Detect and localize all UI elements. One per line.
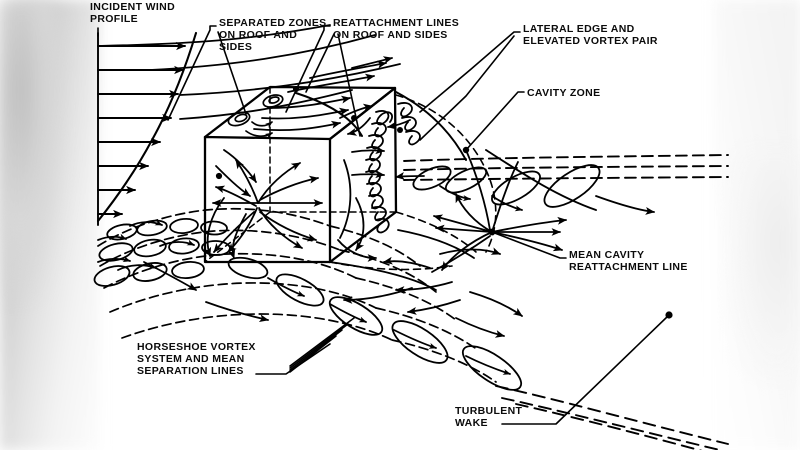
leader-lines bbox=[97, 25, 669, 425]
wake-shear-layer-lines bbox=[403, 154, 729, 181]
elevated-vortex-loops bbox=[412, 164, 655, 215]
leader-cavity-zone bbox=[465, 91, 525, 151]
leader-turbulent-wake bbox=[501, 315, 669, 425]
horseshoe-vortex-system bbox=[93, 217, 523, 391]
label-mean-cavity-reattachment: MEAN CAVITY REATTACHMENT LINE bbox=[569, 249, 688, 273]
label-lateral-edge-vortex: LATERAL EDGE AND ELEVATED VORTEX PAIR bbox=[523, 23, 658, 47]
turbulent-wake-bands bbox=[495, 385, 729, 450]
leader-reattachment bbox=[285, 25, 331, 113]
turbulent-wake-terminal-dot bbox=[665, 311, 673, 319]
label-horseshoe-vortex: HORSESHOE VORTEX SYSTEM AND MEAN SEPARAT… bbox=[137, 341, 259, 377]
diagram-labels: INCIDENT WIND PROFILE SEPARATED ZONES ON… bbox=[90, 1, 688, 429]
leader-mean-cavity bbox=[491, 231, 567, 259]
leader-separated-zones bbox=[167, 25, 217, 121]
lateral-edge-vortex-pair bbox=[339, 102, 425, 234]
leader-horseshoe bbox=[255, 343, 331, 375]
front-downwash bbox=[203, 197, 247, 259]
front-face-streamlines bbox=[212, 149, 323, 253]
upstream-streamlines bbox=[97, 24, 401, 120]
front-face-attachment-node bbox=[215, 172, 223, 180]
base-ground-flow bbox=[329, 229, 501, 304]
wake-outer-streamline bbox=[485, 149, 597, 211]
wind-profile-envelope bbox=[96, 31, 198, 223]
mean-separation-lines bbox=[97, 207, 497, 383]
cavity-recirculation bbox=[383, 149, 567, 338]
side-face-node-lower bbox=[397, 127, 403, 133]
label-separated-zones: SEPARATED ZONES ON ROOF AND SIDES bbox=[219, 17, 330, 53]
incident-wind-profile bbox=[97, 41, 186, 219]
label-incident-wind: INCIDENT WIND PROFILE bbox=[90, 1, 178, 25]
label-reattachment-lines: REATTACHMENT LINES ON ROOF AND SIDES bbox=[333, 17, 462, 41]
leader-lateral-edge bbox=[419, 31, 521, 113]
label-cavity-zone: CAVITY ZONE bbox=[527, 87, 600, 99]
label-turbulent-wake: TURBULENT WAKE bbox=[455, 405, 526, 429]
roof-separation-bubble bbox=[227, 94, 284, 139]
